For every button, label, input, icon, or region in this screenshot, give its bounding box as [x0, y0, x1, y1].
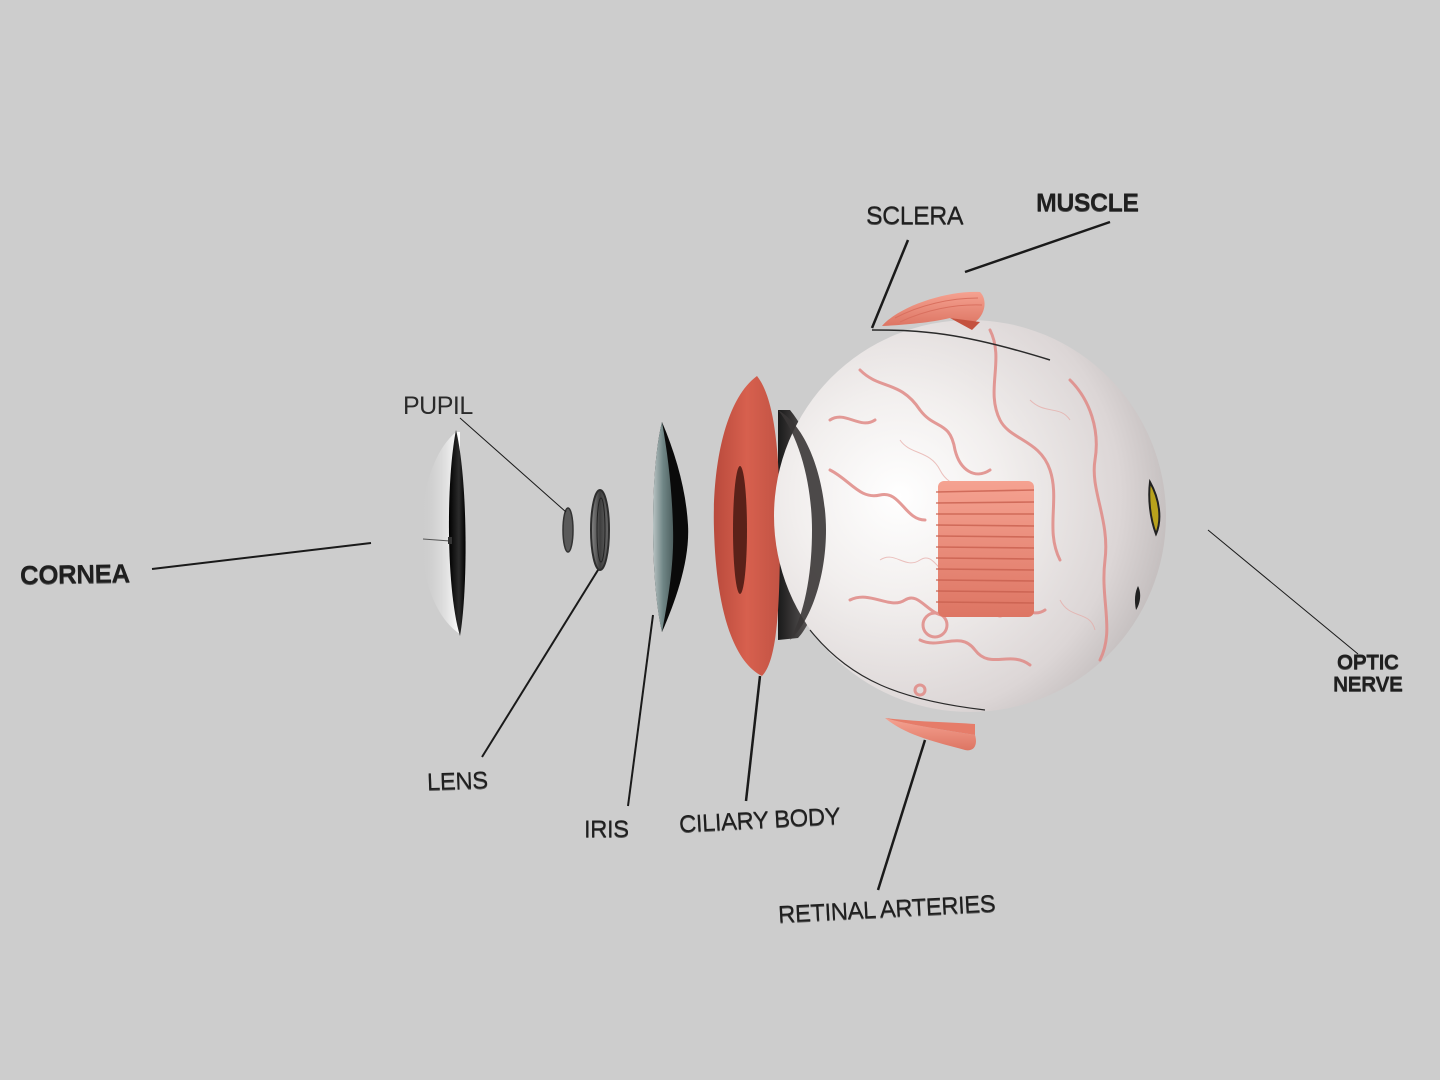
label-muscle: MUSCLE — [1036, 189, 1139, 217]
label-lens: LENS — [426, 766, 489, 797]
label-iris: IRIS — [584, 816, 629, 843]
label-sclera: SCLERA — [866, 202, 964, 230]
retinal-vessels — [828, 328, 1109, 697]
label-optic-nerve: OPTIC NERVE — [1333, 651, 1403, 696]
lateral-muscle-shape — [935, 481, 1035, 617]
muscle-leader — [964, 220, 1111, 274]
cornea-leader — [151, 542, 372, 570]
label-optic-nerve-line1: OPTIC — [1336, 651, 1399, 674]
cornea-shape — [421, 430, 466, 636]
retinal-arteries-leader — [876, 739, 927, 891]
lens-leader — [481, 569, 599, 758]
sclera-leader — [870, 239, 910, 329]
iris-shape — [653, 422, 689, 632]
ciliary-body-leader — [744, 675, 762, 802]
pupil-shape — [562, 507, 574, 553]
label-cornea: CORNEA — [19, 558, 130, 590]
superior-muscle-shape — [882, 291, 985, 330]
lens-shape — [590, 489, 610, 571]
optic-nerve-leader — [1207, 529, 1359, 655]
iris-leader — [627, 614, 654, 807]
leader-lines — [151, 220, 1359, 891]
label-optic-nerve-line2: NERVE — [1333, 673, 1403, 696]
pupil-leader — [459, 417, 567, 513]
inferior-muscle-shape — [885, 718, 976, 751]
label-pupil: PUPIL — [403, 392, 473, 420]
